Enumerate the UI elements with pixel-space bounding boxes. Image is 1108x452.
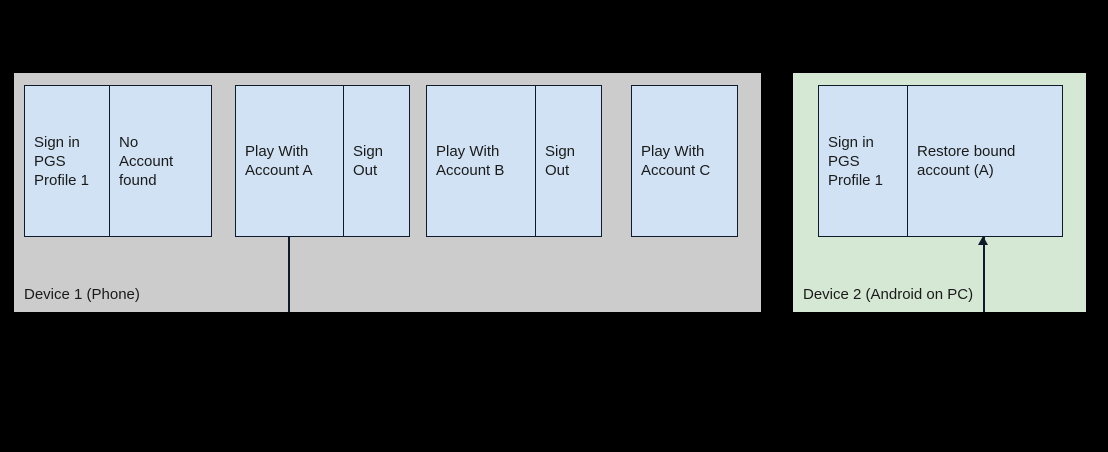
device-panel-phone: Sign in PGS Profile 1 No Account found P… <box>14 73 761 312</box>
device-panel-android-on-pc: Sign in PGS Profile 1 Restore bound acco… <box>793 73 1086 312</box>
state-group-restore-bound-account[interactable]: Sign in PGS Profile 1 Restore bound acco… <box>818 85 1063 237</box>
state-cell-sign-out-a[interactable]: Sign Out <box>343 86 409 236</box>
state-cell-restore-bound-account-a[interactable]: Restore bound account (A) <box>907 86 1062 236</box>
state-cell-sign-out-b[interactable]: Sign Out <box>535 86 601 236</box>
state-group-play-with-account-a[interactable]: Play With Account A Sign Out <box>235 85 410 237</box>
state-cell-play-with-account-a[interactable]: Play With Account A <box>245 143 313 179</box>
state-cell-sign-in-pgs-profile-1-device2[interactable]: Sign in PGS Profile 1 <box>828 133 884 189</box>
state-group-sign-in[interactable]: Sign in PGS Profile 1 No Account found <box>24 85 212 237</box>
device-label-phone: Device 1 (Phone) <box>24 286 140 303</box>
state-cell-no-account-found[interactable]: No Account found <box>109 86 211 236</box>
state-cell-play-with-account-b[interactable]: Play With Account B <box>436 143 505 179</box>
state-group-play-with-account-b[interactable]: Play With Account B Sign Out <box>426 85 602 237</box>
state-cell-play-with-account-c[interactable]: Play With Account C <box>641 143 711 179</box>
connector-line-to-restore <box>983 237 985 312</box>
device-label-android-on-pc: Device 2 (Android on PC) <box>803 286 974 303</box>
state-cell-sign-in-pgs-profile-1[interactable]: Sign in PGS Profile 1 <box>34 133 90 189</box>
state-group-play-with-account-c[interactable]: Play With Account C <box>631 85 738 237</box>
connector-line-from-account-a <box>288 237 290 312</box>
